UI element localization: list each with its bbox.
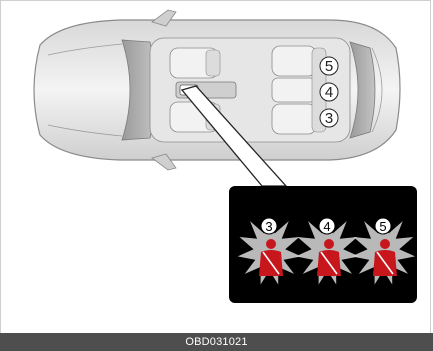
svg-text:5: 5 [325,58,333,75]
svg-text:3: 3 [325,110,333,127]
seat-number-5: 5 [320,57,338,75]
figure-caption: OBD031021 [0,333,433,351]
seat-number-3: 3 [320,109,338,127]
seat-belt-warning-3-icon: 3 [238,218,301,285]
seat-belt-warning-4-icon: 4 [296,218,359,285]
seat-belt-indicators: 3 4 5 [229,186,417,303]
svg-text:5: 5 [379,219,386,234]
rear-seats [272,46,326,134]
seat-belt-indicator-panel: 3 4 5 [229,186,417,303]
svg-text:4: 4 [323,219,330,234]
svg-text:3: 3 [265,219,272,234]
svg-text:4: 4 [325,84,333,101]
seat-belt-warning-5-icon: 5 [352,218,415,285]
seat-number-4: 4 [320,83,338,101]
